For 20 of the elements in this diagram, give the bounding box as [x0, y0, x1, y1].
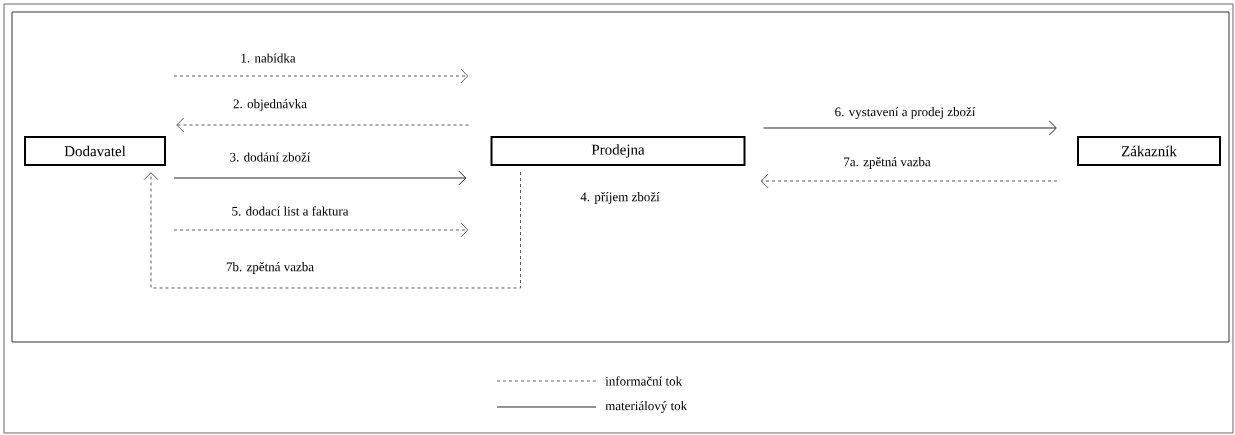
- edge-label: 6. vystavení a prodej zboží: [833, 106, 977, 120]
- edge-label: 3. dodání zboží: [228, 151, 312, 163]
- edge-label: 2. objednávka: [232, 98, 308, 112]
- step-caption: 4. příjem zboží: [580, 192, 660, 204]
- arrow: [173, 68, 469, 84]
- arrow: [176, 117, 469, 133]
- process-box: Prodejna: [490, 136, 746, 166]
- arrow: [763, 120, 1057, 136]
- edge-label: 1. nabídka: [239, 52, 297, 64]
- arrow: [760, 173, 1058, 189]
- arrow: [143, 171, 521, 289]
- edge-label: 7a. zpětná vazba: [842, 156, 932, 170]
- legend-text: materiálový tok: [605, 401, 688, 413]
- process-box: Dodavatel: [24, 136, 166, 166]
- arrow: [173, 170, 467, 186]
- legend-text: informační tok: [605, 376, 683, 386]
- arrow: [173, 222, 469, 238]
- process-box: Zákazník: [1077, 136, 1221, 166]
- edge-label: 7b. zpětná vazba: [225, 261, 316, 275]
- edge-label: 5. dodací list a faktura: [230, 205, 350, 217]
